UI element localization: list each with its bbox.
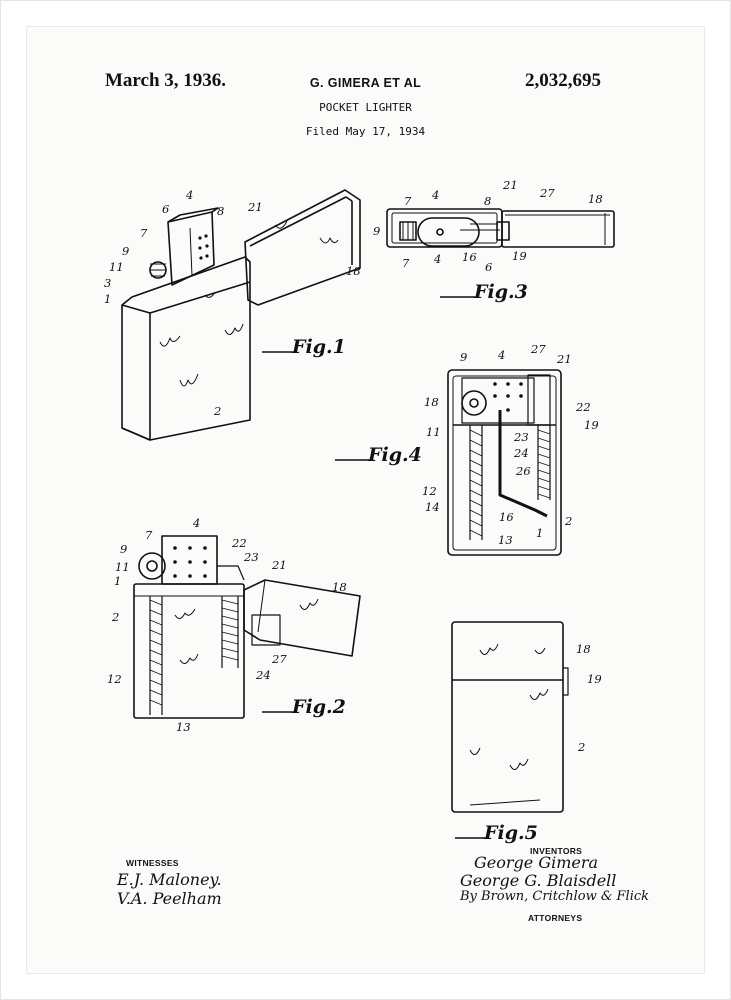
attorney-signature: By Brown, Critchlow & Flick [460,889,650,904]
fig2-drawing [133,535,361,719]
ref-numeral: 13 [176,720,191,734]
ref-numeral: 2 [578,740,586,754]
inventor-signature-2: George G. Blaisdell [460,871,617,890]
witnesses-label: WITNESSES [126,858,179,868]
witness-signature-2: V.A. Peelham [117,889,222,908]
ref-numeral: 16 [462,250,477,264]
patent-number: 2,032,695 [525,70,601,91]
inventors-label: INVENTORS [530,846,583,856]
ref-numeral: 9 [120,542,128,556]
ref-numeral: 7 [145,528,153,542]
ref-numeral: 4 [193,516,201,530]
ref-numeral: 19 [584,418,599,432]
ref-numeral: 27 [272,652,287,666]
ref-numeral: 18 [588,192,603,206]
ref-numeral: 11 [426,425,441,439]
ref-numeral: 1 [114,574,122,588]
witness-signature-1: E.J. Maloney. [117,870,222,889]
ref-numeral: 21 [557,352,572,366]
fig4-drawing [447,369,562,556]
ref-numeral: 7 [140,226,148,240]
ref-numeral: 22 [576,400,591,414]
ref-numeral: 8 [484,194,492,208]
ref-numeral: 6 [485,260,493,274]
ref-numeral: 4 [186,188,194,202]
ref-numeral: 19 [587,672,602,686]
patent-filed-date: Filed May 17, 1934 [305,125,426,138]
ref-numeral: 24 [514,446,529,460]
ref-numeral: 4 [432,188,440,202]
ref-numeral: 6 [162,202,170,216]
ref-numeral: 7 [402,256,410,270]
fig4-label: Fig.4 [368,444,422,466]
ref-numeral: 18 [424,395,439,409]
ref-numeral: 18 [332,580,347,594]
ref-numeral: 8 [217,204,225,218]
ref-numeral: 19 [512,249,527,263]
ref-numeral: 27 [540,186,555,200]
ref-numeral: 22 [232,536,247,550]
ref-numeral: 27 [531,342,546,356]
patent-inventors: G. GIMERA ET AL [309,76,422,90]
ref-numeral: 26 [516,464,531,478]
fig2-label: Fig.2 [292,696,346,718]
ref-numeral: 21 [503,178,518,192]
ref-numeral: 2 [112,610,120,624]
ref-numeral: 4 [434,252,442,266]
ref-numeral: 11 [115,560,130,574]
fig1-drawing [121,189,361,441]
patent-sheet [27,27,704,973]
ref-numeral: 2 [214,404,222,418]
ref-numeral: 23 [244,550,259,564]
ref-numeral: 7 [404,194,412,208]
fig5-drawing [451,621,569,813]
ref-numeral: 16 [499,510,514,524]
ref-numeral: 9 [460,350,468,364]
ref-numeral: 21 [272,558,287,572]
attorneys-label: ATTORNEYS [528,913,583,923]
ref-numeral: 21 [248,200,263,214]
ref-numeral: 12 [422,484,437,498]
fig1-label: Fig.1 [292,336,346,358]
ref-numeral: 1 [536,526,544,540]
ref-numeral: 13 [498,533,513,547]
ref-numeral: 14 [425,500,440,514]
ref-numeral: 3 [104,276,112,290]
ref-numeral: 18 [346,264,361,278]
ref-numeral: 4 [498,348,506,362]
ref-numeral: 11 [109,260,124,274]
patent-title: POCKET LIGHTER [319,101,412,114]
fig3-drawing [386,208,615,248]
fig5-label: Fig.5 [484,822,538,844]
ref-numeral: 2 [565,514,573,528]
ref-numeral: 18 [576,642,591,656]
fig3-label: Fig.3 [474,281,528,303]
ref-numeral: 12 [107,672,122,686]
ref-numeral: 24 [256,668,271,682]
fig-label-underlines [262,296,488,839]
ref-numeral: 23 [514,430,529,444]
inventor-signature-1: George Gimera [474,853,599,872]
patent-date: March 3, 1936. [105,70,227,91]
ref-numeral: 9 [122,244,130,258]
ref-numeral: 1 [104,292,112,306]
ref-numeral: 9 [373,224,381,238]
